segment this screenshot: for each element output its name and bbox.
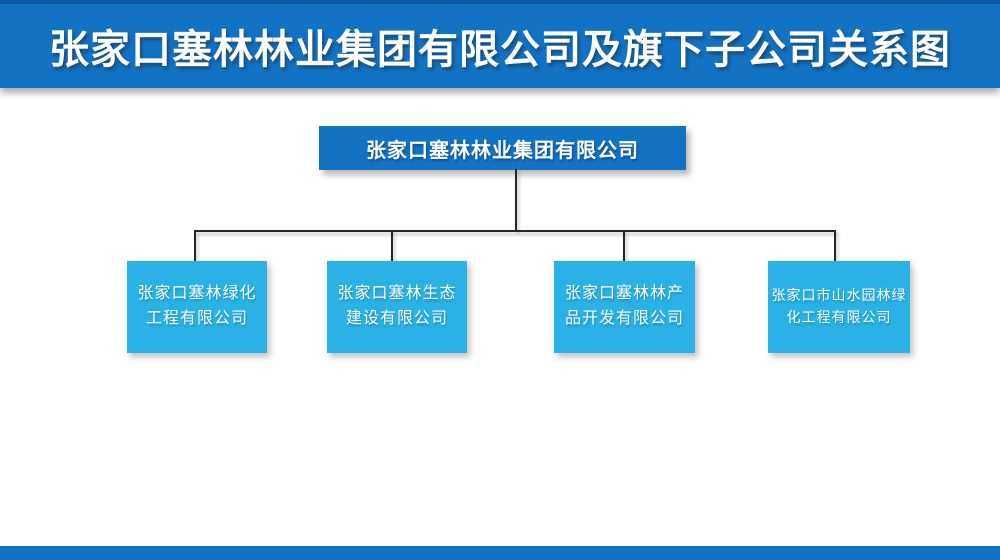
connector-drop-1: [194, 230, 196, 262]
connector-drop-4: [834, 230, 836, 262]
connector-drop-2: [391, 230, 393, 262]
org-node-root-label: 张家口塞林林业集团有限公司: [366, 139, 639, 162]
connector-crossbar: [194, 230, 836, 232]
org-node-subsidiary-4: 张家口市山水园林绿 化工程有限公司: [768, 261, 910, 353]
footer-accent-bar: [0, 546, 1000, 560]
org-node-label-line: 品开发有限公司: [564, 310, 684, 327]
org-node-label-line: 张家口塞林林产: [564, 285, 684, 303]
org-node-subsidiary-1: 张家口塞林绿化 工程有限公司: [127, 261, 267, 353]
org-node-label-line: 张家口塞林生态: [337, 285, 457, 303]
slide-title: 张家口塞林林业集团有限公司及旗下子公司关系图: [49, 28, 951, 72]
connector-drop-3: [623, 230, 625, 262]
org-node-label-line: 张家口市山水园林绿: [771, 287, 907, 304]
title-banner: 张家口塞林林业集团有限公司及旗下子公司关系图: [0, 0, 1000, 88]
org-node-subsidiary-3: 张家口塞林林产 品开发有限公司: [554, 261, 695, 353]
org-node-root: 张家口塞林林业集团有限公司: [319, 126, 686, 170]
org-node-label-line: 化工程有限公司: [786, 309, 892, 325]
org-node-label-line: 建设有限公司: [345, 310, 448, 327]
org-node-subsidiary-2: 张家口塞林生态 建设有限公司: [327, 261, 467, 353]
connector-root-stem: [515, 169, 517, 231]
org-node-label-line: 工程有限公司: [145, 310, 248, 327]
org-node-label-line: 张家口塞林绿化: [137, 285, 257, 303]
